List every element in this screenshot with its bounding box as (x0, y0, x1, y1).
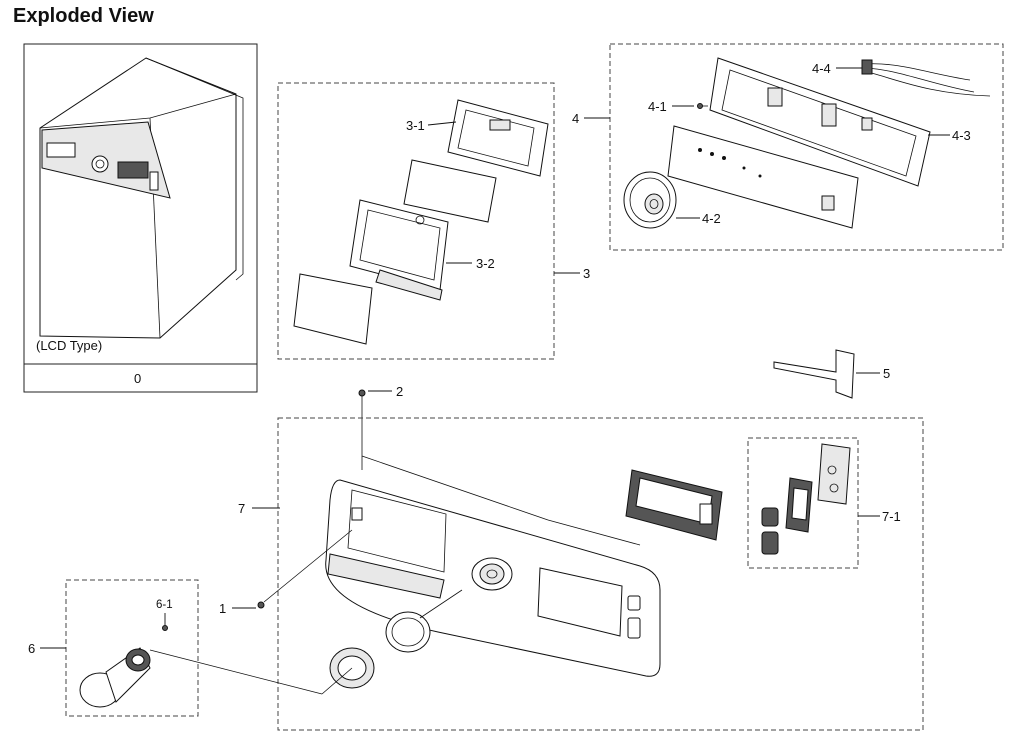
callout-7-1: 7-1 (882, 509, 901, 524)
reference-box: (LCD Type) 0 (23, 43, 258, 393)
callout-3-2: 3-2 (476, 256, 495, 271)
part-1-screw: 1 (219, 529, 353, 616)
lower-sheet (293, 273, 373, 345)
callout-3: 3 (583, 266, 590, 281)
callout-3-1: 3-1 (406, 118, 425, 133)
group-6: 6 6-1 (28, 579, 353, 717)
part-4-3-frame (709, 57, 931, 187)
callout-4-1: 4-1 (648, 99, 667, 114)
group-4: 4 4-1 4-4 4-3 4-2 (572, 43, 1004, 251)
callout-1: 1 (219, 601, 226, 616)
callout-4-3: 4-3 (952, 128, 971, 143)
callout-2: 2 (396, 384, 403, 399)
item-number-0: 0 (134, 371, 141, 386)
part-5-bracket: 5 (773, 349, 890, 399)
page-title: Exploded View (13, 5, 154, 27)
group-7: 7-1 7 (238, 417, 924, 731)
insulation-sheet (403, 159, 497, 223)
callout-7: 7 (238, 501, 245, 516)
callout-6-1: 6-1 (156, 599, 173, 611)
group-7-1: 7-1 (747, 437, 901, 569)
part-4-2-encoder-dial (623, 171, 677, 229)
part-4-1-screw (697, 103, 708, 109)
callout-4-2: 4-2 (702, 211, 721, 226)
callout-5: 5 (883, 366, 890, 381)
knob-assembly (79, 647, 151, 708)
part-3-2-pcb-housing (349, 199, 449, 301)
washer-illustration (39, 57, 244, 339)
control-panel-body (325, 479, 661, 677)
part-6-1-screw (162, 613, 168, 631)
callout-4-4: 4-4 (812, 61, 831, 76)
callout-4: 4 (572, 111, 579, 126)
part-4-4-wire-harness (861, 59, 991, 97)
lcd-display-module (625, 469, 723, 541)
lcd-type-label: (LCD Type) (36, 338, 102, 353)
group-3: 3-1 3-2 3 (277, 82, 590, 360)
pcb-board (667, 125, 859, 229)
part-2-screw: 2 (358, 384, 403, 470)
callout-6: 6 (28, 641, 35, 656)
part-3-1-cover (447, 99, 549, 177)
